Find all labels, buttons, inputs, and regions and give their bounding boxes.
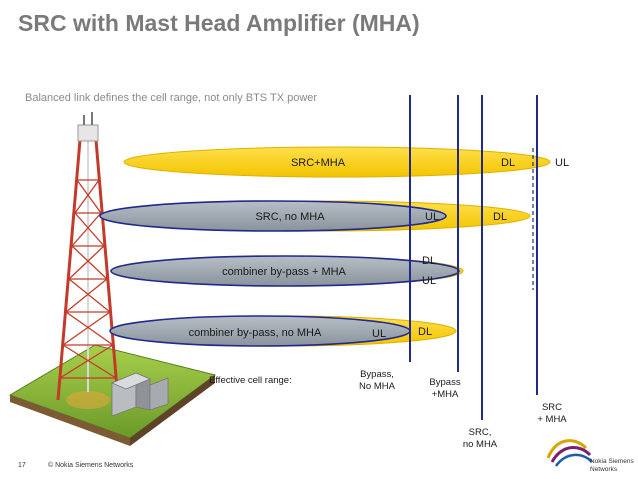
range-caption: Effective cell range: xyxy=(209,375,292,386)
range-lines xyxy=(409,95,538,420)
row-bypass-mha xyxy=(110,255,464,287)
marker-ul: UL xyxy=(372,328,386,340)
range-label-src-no-mha-l2: no MHA xyxy=(463,439,498,450)
marker-dl: DL xyxy=(418,326,432,338)
marker-ul: UL xyxy=(555,157,569,169)
row-src-mha xyxy=(123,146,551,178)
page-number: 17 xyxy=(18,462,26,469)
range-label-bypass-no-mha-l1: Bypass, xyxy=(360,369,394,380)
row-src-no-mha xyxy=(99,200,531,232)
marker-ul: UL xyxy=(422,275,436,287)
logo-text-line1: Nokia Siemens xyxy=(590,458,634,465)
range-label-src-no-mha-l1: SRC, xyxy=(469,427,492,438)
range-label-bypass-mha-l2: +MHA xyxy=(432,389,459,400)
marker-dl: DL xyxy=(493,211,507,223)
marker-ul: UL xyxy=(425,211,439,223)
range-label-src-mha-l1: SRC xyxy=(542,402,562,413)
row-label-bypass-no-mha: combiner by-pass, no MHA xyxy=(189,327,322,339)
slide-subtitle: Balanced link defines the cell range, no… xyxy=(25,92,318,104)
marker-dl: DL xyxy=(422,255,436,267)
row-label-src-mha: SRC+MHA xyxy=(291,157,346,169)
slide-title: SRC with Mast Head Amplifier (MHA) xyxy=(18,10,420,36)
marker-dl: DL xyxy=(501,157,515,169)
row-bypass-no-mha xyxy=(109,315,457,347)
lattice-tower xyxy=(56,112,120,401)
nokia-siemens-logo: Nokia Siemens Networks xyxy=(546,439,634,473)
range-label-bypass-mha-l1: Bypass xyxy=(429,377,460,388)
range-label-src-mha-l2: + MHA xyxy=(537,414,567,425)
equipment-shelter xyxy=(110,372,169,417)
copyright-text: © Nokia Siemens Networks xyxy=(48,462,134,469)
range-label-bypass-no-mha-l2: No MHA xyxy=(359,381,396,392)
row-label-src-no-mha: SRC, no MHA xyxy=(255,211,325,223)
row-label-bypass-mha: combiner by-pass + MHA xyxy=(222,266,346,278)
logo-text-line2: Networks xyxy=(590,466,618,473)
